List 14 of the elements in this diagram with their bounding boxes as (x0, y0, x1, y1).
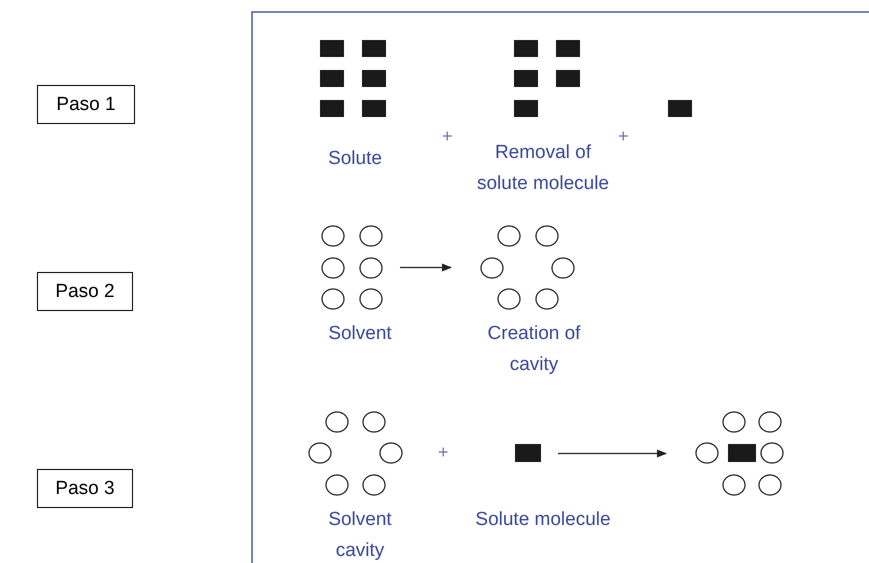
arrow (558, 450, 667, 458)
node-label: Solvent (327, 322, 393, 346)
node-label: Creation of cavity (486, 322, 582, 377)
node-label: Removal of solute molecule (476, 141, 610, 196)
plus-sign: + (618, 126, 629, 147)
plus-sign: + (438, 442, 449, 463)
step-box: Paso 2 (37, 272, 133, 311)
node-label: Solute molecule (474, 508, 612, 532)
node-label: Solute (327, 147, 383, 171)
step-box: Paso 3 (37, 469, 133, 508)
node-label: Solvent cavity (327, 508, 393, 563)
plus-sign: + (442, 126, 453, 147)
step-box: Paso 1 (37, 85, 135, 124)
arrow (400, 264, 452, 272)
